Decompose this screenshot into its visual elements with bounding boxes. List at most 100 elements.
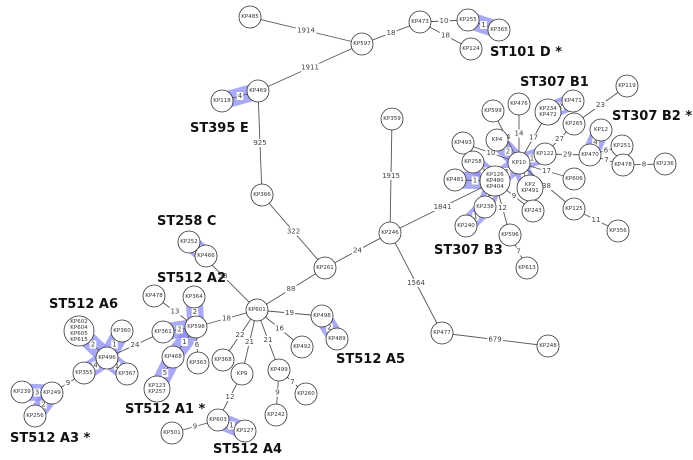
node-circle[interactable] — [160, 421, 184, 445]
node-circle[interactable] — [72, 361, 96, 385]
node-circle[interactable] — [408, 10, 432, 34]
node-kp598[interactable]: KP598 — [184, 315, 208, 339]
node-kp243[interactable]: KP243 — [521, 199, 545, 223]
node-kp366[interactable]: KP366 — [250, 183, 274, 207]
node-circle[interactable] — [606, 219, 630, 243]
node-circle[interactable] — [151, 320, 175, 344]
node-circle[interactable] — [653, 152, 677, 176]
node-circle[interactable] — [443, 168, 467, 192]
node-kp365[interactable]: KP365 — [487, 18, 511, 42]
node-kp501[interactable]: KP501 — [160, 421, 184, 445]
node-kp473[interactable]: KP473 — [408, 10, 432, 34]
node-kp363[interactable]: KP363 — [186, 351, 210, 375]
node-circle[interactable] — [177, 230, 201, 254]
node-kp356[interactable]: KP356 — [606, 219, 630, 243]
node-circle[interactable] — [589, 118, 613, 142]
node-kp368[interactable]: KP368 — [211, 348, 235, 372]
node-circle[interactable] — [313, 256, 337, 280]
node-circle[interactable] — [310, 304, 334, 328]
node-circle[interactable] — [40, 381, 64, 405]
node-kp606[interactable]: KP606 — [562, 167, 586, 191]
node-circle[interactable] — [184, 315, 208, 339]
node-circle[interactable] — [250, 183, 274, 207]
node-kp476[interactable]: KP476 — [507, 92, 531, 116]
node-circle[interactable] — [536, 334, 560, 358]
node-kp10[interactable]: KP10 — [507, 151, 531, 175]
node-kp119[interactable]: KP119 — [615, 74, 639, 98]
node-kp498[interactable]: KP498 — [310, 304, 334, 328]
node-kp255[interactable]: KP255 — [456, 8, 480, 32]
node-circle[interactable] — [110, 319, 134, 343]
node-kp242[interactable]: KP242 — [264, 403, 288, 427]
node-kp251[interactable]: KP251 — [610, 134, 634, 158]
node-circle[interactable] — [521, 199, 545, 223]
node-circle[interactable] — [10, 380, 34, 404]
node-circle[interactable] — [485, 128, 509, 152]
node-kp468[interactable]: KP468 — [161, 345, 185, 369]
node-circle[interactable] — [233, 419, 257, 443]
node-circle[interactable] — [562, 167, 586, 191]
node-circle[interactable] — [245, 298, 269, 322]
node-circle[interactable] — [267, 358, 291, 382]
node-kp248[interactable]: KP248 — [536, 334, 560, 358]
node-kp359[interactable]: KP359 — [380, 107, 404, 131]
node-circle[interactable] — [264, 403, 288, 427]
node-circle[interactable] — [230, 362, 254, 386]
node-circle[interactable] — [534, 98, 562, 126]
node-circle[interactable] — [161, 345, 185, 369]
node-circle[interactable] — [487, 18, 511, 42]
node-kp601[interactable]: KP601 — [245, 298, 269, 322]
node-kp478b[interactable]: KP478 — [142, 284, 166, 308]
node-circle[interactable] — [507, 92, 531, 116]
node-kp249[interactable]: KP249 — [40, 381, 64, 405]
node-circle[interactable] — [115, 362, 139, 386]
node-kp361[interactable]: KP361 — [151, 320, 175, 344]
node-circle[interactable] — [194, 244, 218, 268]
node-kp238[interactable]: KP238 — [473, 195, 497, 219]
node-circle[interactable] — [95, 346, 119, 370]
node-kp596[interactable]: KP596 — [498, 223, 522, 247]
node-kp252[interactable]: KP252 — [177, 230, 201, 254]
node-circle[interactable] — [63, 315, 95, 347]
node-kp239[interactable]: KP239 — [10, 380, 34, 404]
node-kp470[interactable]: KP470 — [578, 143, 602, 167]
node-kp478[interactable]: KP478 — [611, 153, 635, 177]
node-circle[interactable] — [481, 99, 505, 123]
node-kp240[interactable]: KP240 — [454, 214, 478, 238]
node-circle[interactable] — [507, 151, 531, 175]
node-circle[interactable] — [206, 408, 230, 432]
node-circle[interactable] — [23, 404, 47, 428]
node-kp499[interactable]: KP499 — [267, 358, 291, 382]
node-circle[interactable] — [562, 112, 586, 136]
node-circle[interactable] — [615, 74, 639, 98]
node-circle[interactable] — [350, 32, 374, 56]
node-circle[interactable] — [211, 348, 235, 372]
node-kp125[interactable]: KP125 — [562, 197, 586, 221]
node-kp122[interactable]: KP122 — [533, 142, 557, 166]
node-circle[interactable] — [578, 143, 602, 167]
node-kp118[interactable]: KP118 — [210, 89, 234, 113]
node-kp603[interactable]: KP603 — [206, 408, 230, 432]
node-circle[interactable] — [461, 150, 485, 174]
node-kp469[interactable]: KP469 — [246, 79, 270, 103]
node-kp466[interactable]: KP466 — [194, 244, 218, 268]
node-circle[interactable] — [210, 89, 234, 113]
node-kp260[interactable]: KP260 — [294, 382, 318, 406]
node-kp236[interactable]: KP236 — [653, 152, 677, 176]
node-kp613[interactable]: KP613 — [515, 256, 539, 280]
node-kp127[interactable]: KP127 — [233, 419, 257, 443]
node-circle[interactable] — [473, 195, 497, 219]
node-kp4[interactable]: KP4 — [485, 128, 509, 152]
node-circle[interactable] — [186, 351, 210, 375]
node-kp355[interactable]: KP355 — [72, 361, 96, 385]
node-kp597[interactable]: KP597 — [350, 32, 374, 56]
node-circle[interactable] — [454, 214, 478, 238]
node-circle[interactable] — [182, 285, 206, 309]
node-kp258[interactable]: KP258 — [461, 150, 485, 174]
node-kp496[interactable]: KP496 — [95, 346, 119, 370]
node-kp12[interactable]: KP12 — [589, 118, 613, 142]
node-circle[interactable] — [430, 321, 454, 345]
